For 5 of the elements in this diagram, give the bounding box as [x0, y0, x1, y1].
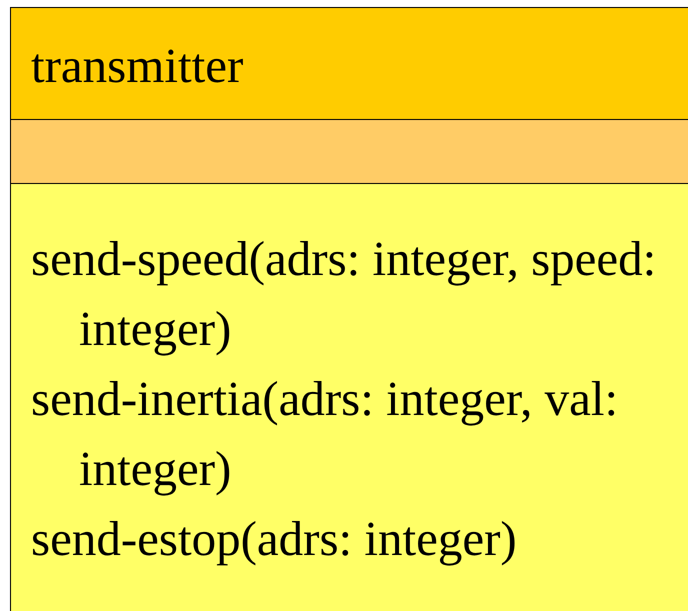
class-name: transmitter	[31, 38, 244, 94]
operation-text: send-estop(adrs: integer)	[31, 510, 518, 568]
operation-text: send-inertia(adrs: integer, val: integer)	[31, 370, 620, 498]
operation-text: send-speed(adrs: integer, speed: integer)	[31, 230, 658, 358]
class-box	[10, 7, 688, 611]
